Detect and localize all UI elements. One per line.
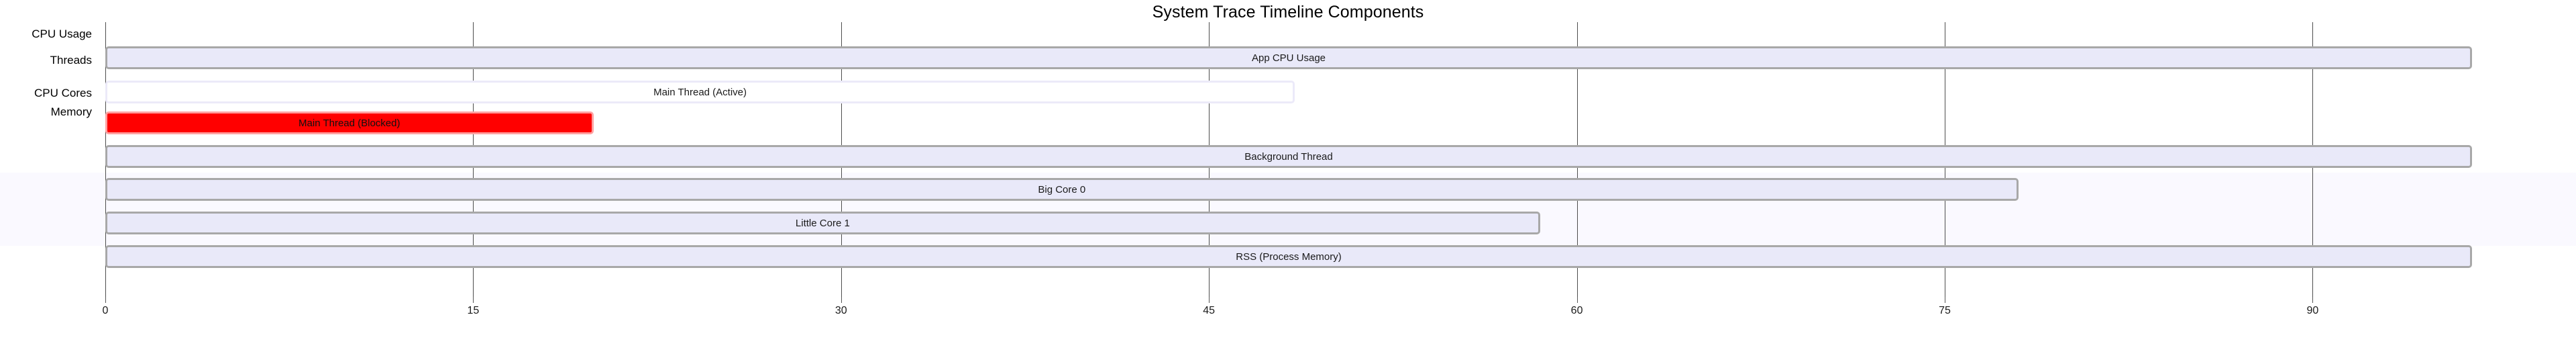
x-tick-mark-60 xyxy=(1576,297,1578,303)
x-tick-label-0: 0 xyxy=(102,305,109,316)
timeline-bar-label: Main Thread (Blocked) xyxy=(299,117,400,129)
y-axis-label-threads: Threads xyxy=(50,54,92,66)
timeline-bar-big-core-0[interactable]: Big Core 0 xyxy=(105,178,2019,201)
timeline-bar-label: Big Core 0 xyxy=(1038,183,1086,195)
timeline-bar-label: App CPU Usage xyxy=(1251,52,1326,64)
x-tick-mark-0 xyxy=(105,297,106,303)
x-tick-label-90: 90 xyxy=(2306,305,2319,316)
timeline-bar-label: Background Thread xyxy=(1244,150,1333,163)
y-axis-label-cpu-usage: CPU Usage xyxy=(32,28,92,40)
x-tick-mark-45 xyxy=(1209,297,1210,303)
page-title: System Trace Timeline Components xyxy=(1152,3,1424,21)
x-tick-label-75: 75 xyxy=(1939,305,1951,316)
timeline-bar-label: Main Thread (Active) xyxy=(653,86,747,98)
timeline-bar-label: Little Core 1 xyxy=(795,217,850,229)
x-tick-mark-90 xyxy=(2312,297,2314,303)
timeline-bar-main-thread-blocked[interactable]: Main Thread (Blocked) xyxy=(105,111,594,134)
y-axis-label-memory: Memory xyxy=(50,105,92,118)
x-tick-label-30: 30 xyxy=(835,305,847,316)
timeline-bar-label: RSS (Process Memory) xyxy=(1236,251,1342,263)
timeline-bar-background-thread[interactable]: Background Thread xyxy=(105,145,2472,168)
timeline-bar-app-cpu-usage[interactable]: App CPU Usage xyxy=(105,46,2472,69)
y-axis-label-cpu-cores: CPU Cores xyxy=(34,87,92,99)
x-axis: 0 15 30 45 60 75 90 xyxy=(0,297,2576,337)
timeline-bar-little-core-1[interactable]: Little Core 1 xyxy=(105,212,1540,234)
timeline-bar-main-thread-active[interactable]: Main Thread (Active) xyxy=(105,81,1295,103)
x-tick-label-60: 60 xyxy=(1570,305,1583,316)
x-tick-mark-30 xyxy=(841,297,842,303)
x-tick-label-45: 45 xyxy=(1203,305,1216,316)
timeline-bar-rss-process-memory[interactable]: RSS (Process Memory) xyxy=(105,245,2472,268)
x-tick-mark-15 xyxy=(473,297,474,303)
x-tick-label-15: 15 xyxy=(467,305,480,316)
